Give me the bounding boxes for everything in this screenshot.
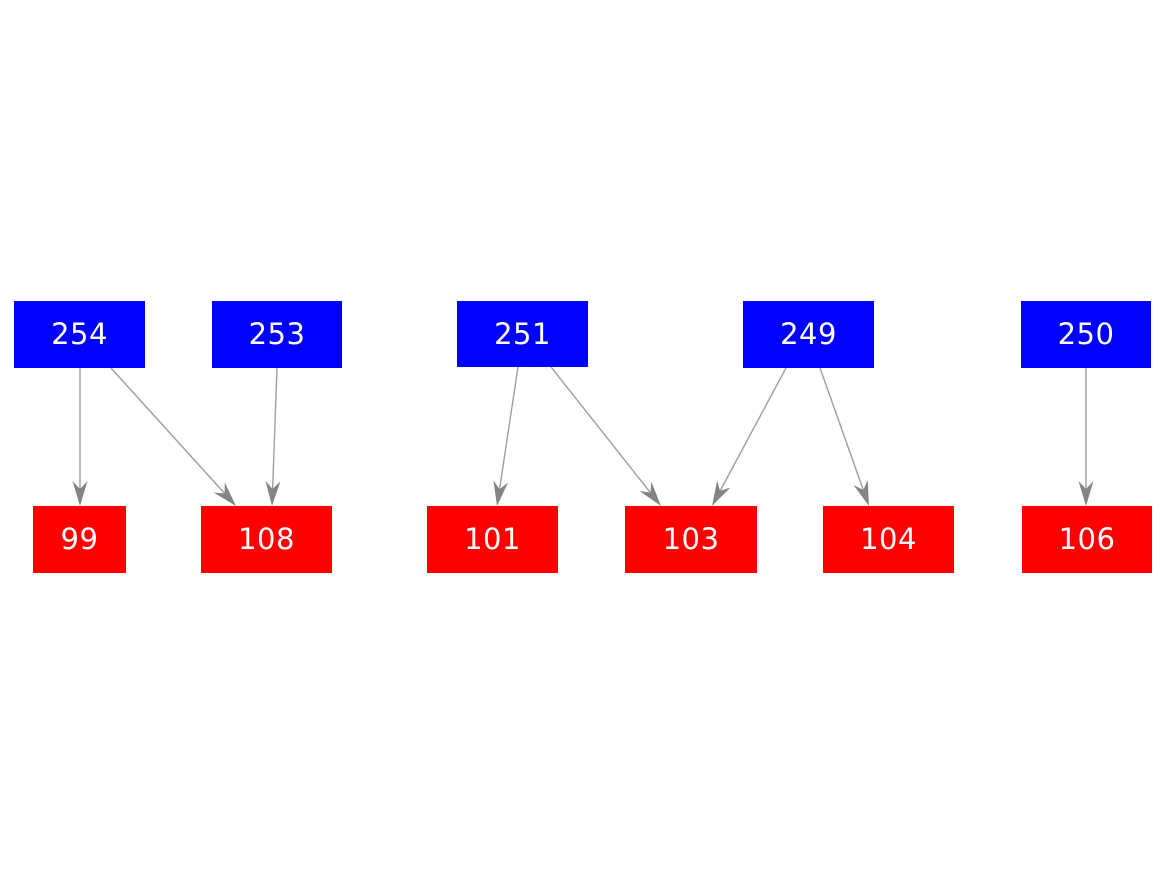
graph-node-103: 103	[625, 506, 757, 573]
edge-arrowhead-icon	[265, 480, 281, 506]
edge-arrowhead-icon	[72, 481, 88, 506]
graph-node-108: 108	[201, 506, 332, 573]
edge-arrowhead-icon	[213, 482, 236, 506]
edge-line-254-108	[110, 367, 226, 494]
edge-arrowhead-icon	[1078, 481, 1094, 506]
edge-line-253-108	[271, 367, 278, 490]
edge-arrowhead-icon	[712, 480, 731, 506]
graph-node-104: 104	[823, 506, 954, 573]
graph-node-249: 249	[743, 301, 874, 368]
graph-node-254: 254	[14, 301, 145, 368]
graph-node-253: 253	[212, 301, 342, 368]
edge-line-249-104	[819, 367, 864, 491]
edge-arrowhead-icon	[493, 480, 509, 506]
edge-line-251-103	[550, 366, 651, 494]
graph-node-251: 251	[457, 301, 588, 367]
graph-node-106: 106	[1022, 506, 1152, 573]
graph-node-250: 250	[1021, 301, 1151, 368]
edge-arrowhead-icon	[639, 481, 661, 506]
edge-arrowhead-icon	[853, 479, 869, 506]
graph-node-99: 99	[33, 506, 126, 573]
graph-node-101: 101	[427, 506, 558, 573]
edge-line-249-103	[719, 367, 787, 492]
edge-line-251-101	[498, 366, 519, 490]
